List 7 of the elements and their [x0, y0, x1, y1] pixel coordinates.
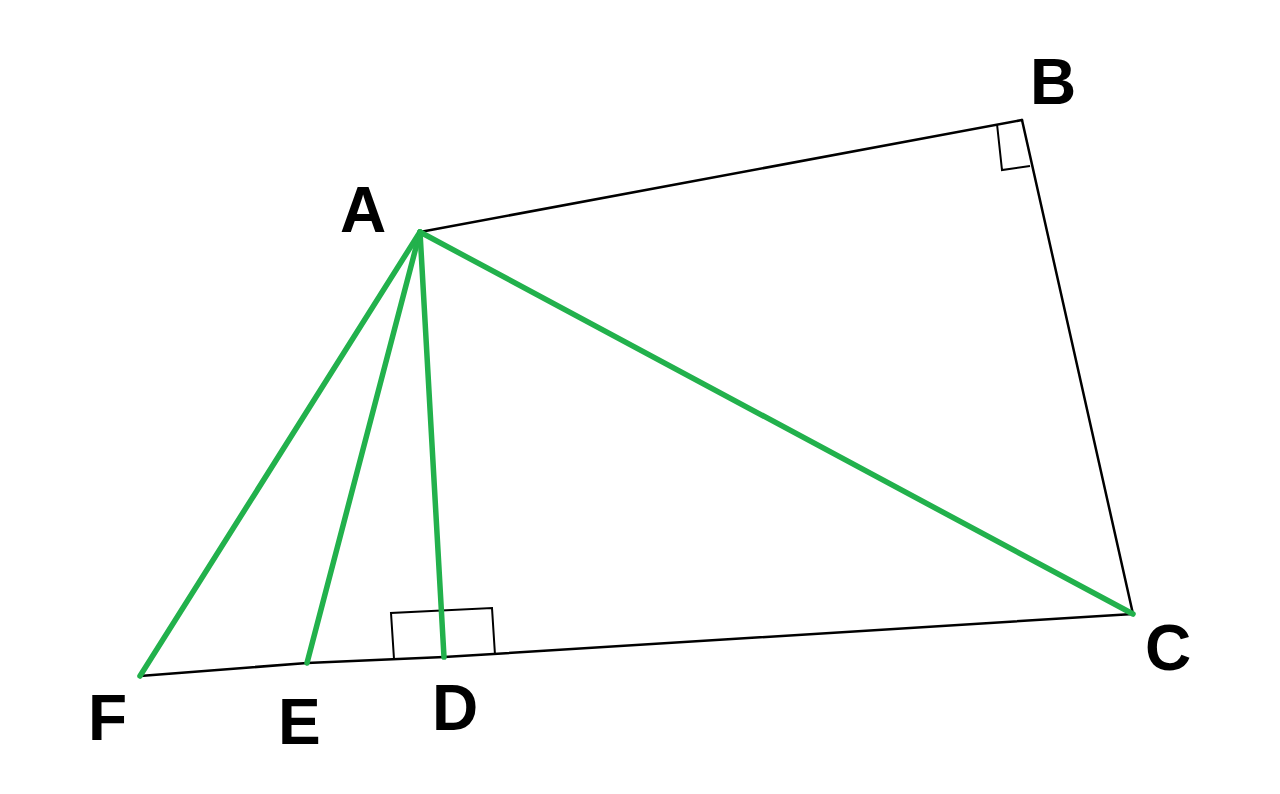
vertex-label: F — [88, 686, 128, 750]
vertex-label: C — [1145, 616, 1192, 680]
line-segment — [417, 229, 1136, 617]
vertex-label: B — [1030, 50, 1077, 114]
vertex-label: A — [340, 178, 387, 242]
vertex-label: D — [432, 676, 479, 740]
vertex-label: E — [278, 690, 321, 754]
